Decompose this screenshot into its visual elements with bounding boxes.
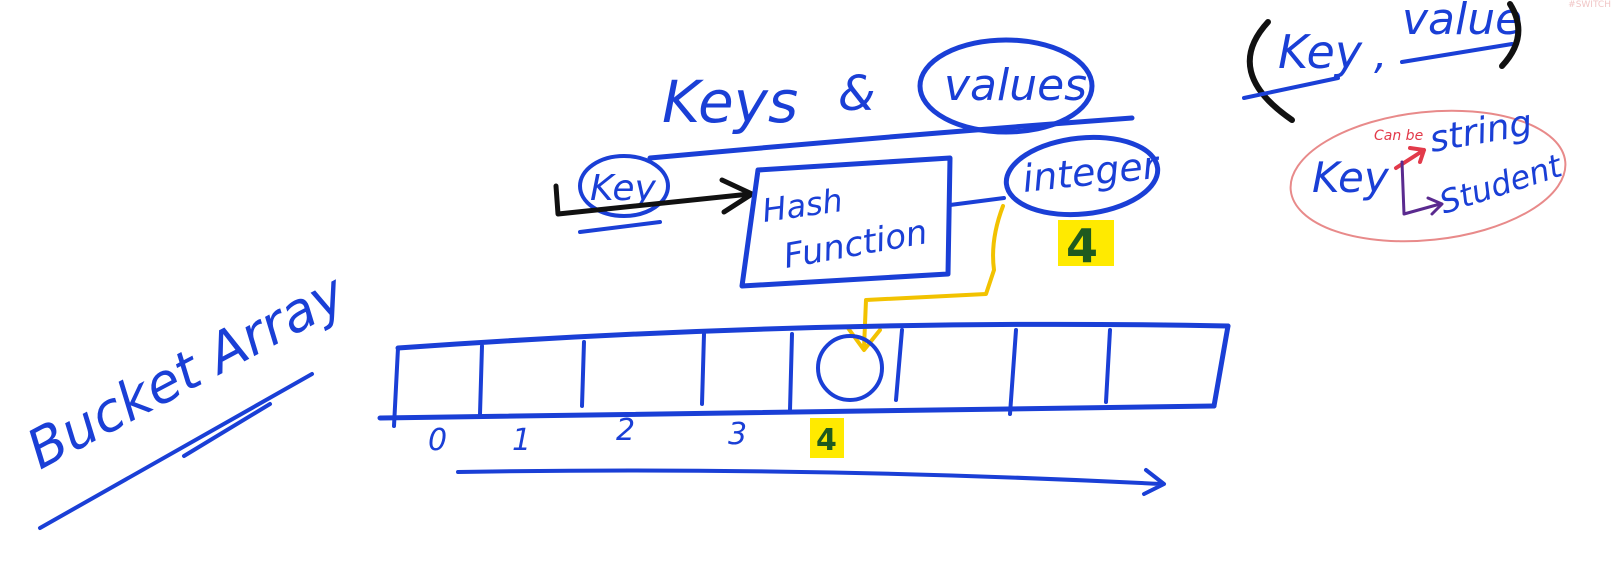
heading-group: Keys & values: [647, 37, 1135, 161]
pair-value-underline: [1400, 42, 1514, 64]
bucket-divider-0: [392, 346, 400, 428]
bucket-index-3: 3: [728, 417, 747, 452]
stored-entry-circle: [816, 334, 884, 402]
values-circle: [917, 37, 1095, 135]
key-types-key: Key: [1312, 153, 1390, 202]
bucket-index-2: 2: [616, 413, 635, 448]
index-direction-arrow: [456, 468, 1166, 496]
hash-label-line1: Hash: [760, 181, 845, 230]
input-key-underline: [578, 220, 662, 234]
pair-key-underline: [1242, 76, 1340, 100]
bucket-label-underline-1: [38, 372, 314, 530]
bucket-divider-5: [894, 328, 904, 402]
heading-values: values: [944, 60, 1087, 111]
bucket-array-label-group: Bucket Array: [17, 261, 357, 530]
black-arrow: [553, 177, 755, 217]
bucket-divider-4: [788, 332, 794, 412]
pair-key: Key: [1278, 25, 1363, 79]
input-key-circle: [578, 154, 670, 218]
heading-underline: [647, 115, 1135, 161]
red-arrow: [1394, 146, 1426, 170]
bucket-label-underline-2: [182, 402, 272, 458]
heading-ampersand: &: [838, 66, 875, 122]
pair-value: value: [1402, 0, 1522, 45]
integer-circle: [1003, 134, 1161, 218]
input-key: Key: [590, 168, 656, 209]
key-value-pair: Key , value: [1242, 0, 1522, 123]
bucket-index-1: 1: [512, 423, 531, 458]
bucket-divider-2: [580, 340, 586, 408]
bucket-index-0: 0: [428, 423, 447, 458]
bucket-divider-3: [700, 332, 706, 406]
right-parenthesis: [1499, 1, 1522, 69]
key-types-note: Key Can be string Student: [1289, 103, 1568, 243]
bucket-divider-7: [1104, 328, 1112, 404]
hash-flow: Key Hash Function integer 4: [553, 134, 1163, 352]
result-highlight-box: [1058, 220, 1114, 266]
bucket-array-label: Bucket Array: [17, 261, 357, 482]
bucket-array: 0 1 2 3 4: [377, 321, 1231, 496]
heading-keys: Keys: [662, 68, 798, 136]
bucket-right-edge: [1211, 323, 1231, 409]
bucket-bottom-edge: [377, 403, 1217, 421]
key-types-outline: [1289, 109, 1567, 243]
watermark: #SWITCH: [1568, 0, 1611, 10]
result-value: 4: [1066, 219, 1098, 273]
left-parenthesis: [1246, 19, 1295, 123]
bucket-divider-1: [478, 344, 484, 416]
index-highlight-box: [810, 418, 844, 458]
bucket-divider-6: [1008, 328, 1018, 416]
purple-arrow: [1400, 160, 1444, 216]
hash-function-box: [739, 155, 953, 289]
key-type-student: Student: [1435, 146, 1568, 222]
bucket-index-4: 4: [816, 423, 837, 458]
box-to-integer-line: [948, 196, 1006, 207]
key-types-can-be: Can be: [1374, 128, 1423, 144]
bucket-top-edge: [395, 321, 1231, 351]
pair-comma: ,: [1374, 29, 1387, 78]
